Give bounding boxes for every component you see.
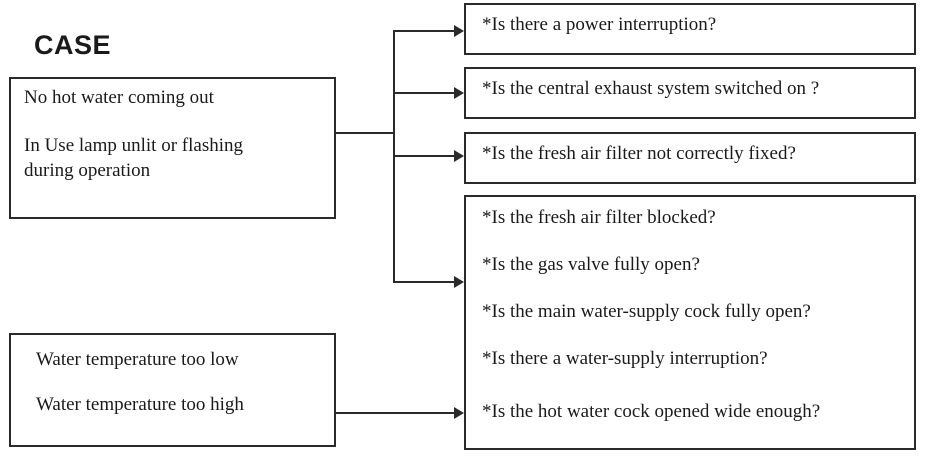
arrow-right-icon xyxy=(454,25,464,37)
check-text-line: *Is there a power interruption? xyxy=(482,14,717,35)
connector-branch-4 xyxy=(393,281,454,283)
arrow-right-icon xyxy=(454,150,464,162)
case-text-line: In Use lamp unlit or flashing during ope… xyxy=(24,135,243,181)
case-text-line: Water temperature too high xyxy=(36,394,244,415)
connector-branch-3 xyxy=(393,155,454,157)
check-text-line: *Is there a water-supply interruption? xyxy=(482,348,768,369)
case-box-water-temperature: Water temperature too low Water temperat… xyxy=(9,333,336,447)
connector-case2-to-checks xyxy=(335,412,454,414)
check-text-line: *Is the main water-supply cock fully ope… xyxy=(482,301,811,322)
arrow-right-icon xyxy=(454,87,464,99)
connector-branch-1 xyxy=(393,30,454,32)
case-heading: CASE xyxy=(34,30,112,60)
case-text-line: No hot water coming out xyxy=(24,87,214,108)
check-box-central-exhaust: *Is the central exhaust system switched … xyxy=(464,67,916,119)
check-text-line: *Is the central exhaust system switched … xyxy=(482,78,820,99)
case-text-line: Water temperature too low xyxy=(36,349,239,370)
arrow-right-icon xyxy=(454,276,464,288)
connector-branch-2 xyxy=(393,92,454,94)
check-box-filter-fixed: *Is the fresh air filter not correctly f… xyxy=(464,132,916,184)
check-text-line: *Is the hot water cock opened wide enoug… xyxy=(482,401,821,422)
arrow-right-icon xyxy=(454,407,464,419)
check-text-line: *Is the fresh air filter not correctly f… xyxy=(482,143,796,164)
connector-case1-to-spine xyxy=(336,132,394,134)
check-box-multiple-checks: *Is the fresh air filter blocked? *Is th… xyxy=(464,195,916,450)
check-text-line: *Is the gas valve fully open? xyxy=(482,254,700,275)
check-box-power-interruption: *Is there a power interruption? xyxy=(464,3,916,55)
check-text-line: *Is the fresh air filter blocked? xyxy=(482,207,716,228)
case-box-no-hot-water: No hot water coming out In Use lamp unli… xyxy=(9,77,336,219)
